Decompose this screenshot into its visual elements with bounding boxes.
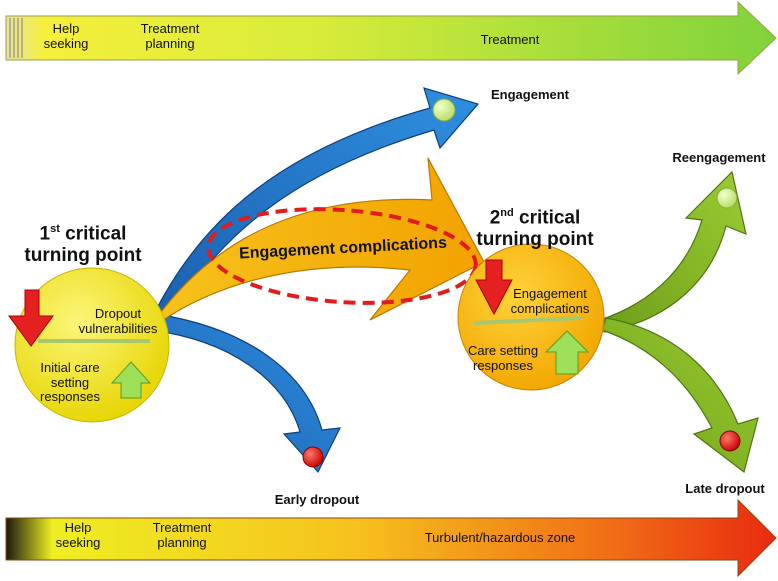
early-dropout-dot bbox=[302, 446, 324, 468]
up-arrow-icon-2 bbox=[544, 330, 590, 375]
early-dropout-outcome-label: Early dropout bbox=[274, 492, 360, 507]
reengagement-outcome-label: Reengagement bbox=[672, 150, 766, 165]
highlight-ellipse bbox=[206, 207, 478, 305]
late-dropout-arrow bbox=[601, 317, 759, 474]
reengagement-dot bbox=[716, 187, 738, 209]
turning-point-2-title: 2nd critical turning point bbox=[476, 207, 594, 250]
engagement-dot bbox=[432, 98, 456, 122]
turning-point-1-title: 1st critical turning point bbox=[24, 223, 142, 266]
top-timeline-arrow bbox=[5, 0, 777, 76]
balance-line-2 bbox=[473, 316, 583, 325]
engagement-outcome-label: Engagement bbox=[490, 87, 569, 102]
down-arrow-icon-1 bbox=[8, 289, 54, 347]
up-arrow-icon-1-shape bbox=[110, 361, 152, 399]
top-timeline-bars bbox=[9, 18, 23, 58]
bottom-timeline-arrow bbox=[5, 498, 777, 578]
reengagement-arrow bbox=[599, 170, 747, 333]
late-dropout-outcome-label: Late dropout bbox=[685, 481, 765, 496]
bottom-hazardous-zone-label: Turbulent/hazardous zone bbox=[424, 530, 576, 545]
top-treatment-label: Treatment bbox=[480, 32, 540, 47]
down-arrow-icon-2 bbox=[475, 259, 513, 316]
late-dropout-dot bbox=[719, 430, 741, 452]
